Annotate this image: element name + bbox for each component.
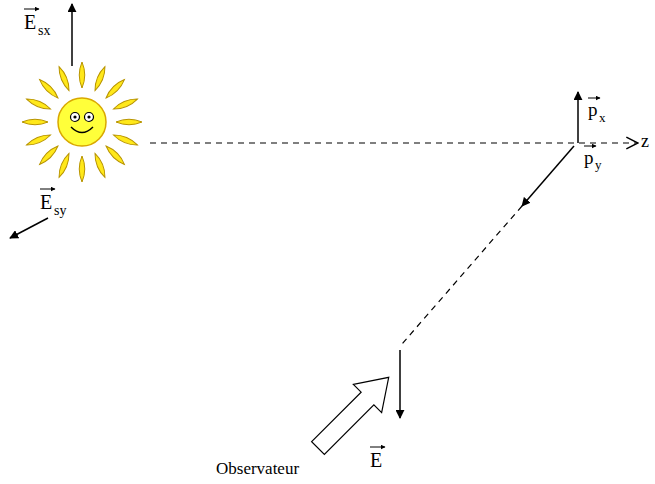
line-of-sight [402, 206, 522, 344]
sun-pupil [73, 115, 76, 118]
sun-ray [56, 152, 71, 178]
sun-smile [71, 127, 93, 133]
field-vector [10, 218, 48, 238]
sun-ray [79, 62, 85, 88]
sun-ray [92, 152, 107, 178]
sun-ray [56, 66, 71, 92]
vector-overarrow [584, 146, 596, 147]
sun-face [58, 98, 106, 146]
sun-ray [112, 96, 138, 111]
vector-symbol: E [24, 12, 36, 32]
observer-label: Observateur [216, 460, 299, 477]
sun-ray [38, 144, 60, 166]
sun-ray [92, 66, 107, 92]
sun-eye [85, 113, 94, 122]
vector-symbol: E [40, 192, 52, 212]
sun-ray [26, 96, 52, 111]
vector-subscript: x [599, 111, 606, 124]
field-vector [399, 350, 401, 418]
vector-subscript: sy [54, 204, 66, 218]
sun-ray [79, 156, 85, 182]
observer-arrow [304, 363, 403, 462]
z-axis [150, 142, 638, 143]
dipole-vector [522, 146, 574, 206]
sun-ray [104, 144, 126, 166]
vector-overarrow [370, 447, 385, 448]
vector-symbol: E [370, 450, 382, 470]
axis-label: z [641, 132, 649, 150]
sun-ray [22, 119, 48, 125]
vector-symbol: p [584, 148, 594, 167]
sun-pupil [87, 115, 90, 118]
sun-eye [71, 113, 80, 122]
vector-overarrow [40, 189, 55, 190]
vector-subscript: y [595, 158, 602, 171]
sun-ray [104, 78, 126, 100]
sun-ray [112, 132, 138, 147]
sun-ray [26, 132, 52, 147]
vector-overarrow [588, 98, 600, 99]
dipole-vector [577, 92, 579, 143]
field-vector [71, 4, 73, 66]
vector-subscript: sx [38, 24, 50, 38]
sun-ray [38, 78, 60, 100]
vector-overarrow [24, 9, 39, 10]
vector-symbol: p [588, 100, 598, 119]
sun-ray [116, 119, 142, 125]
sun [22, 62, 142, 182]
